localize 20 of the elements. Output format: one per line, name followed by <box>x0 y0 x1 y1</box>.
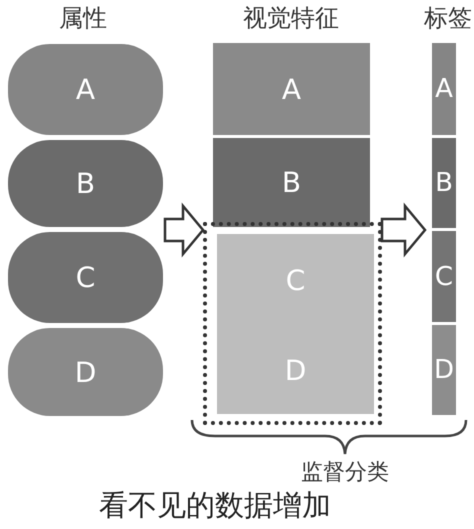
label-segment: A <box>432 43 456 135</box>
feature-block: A <box>213 43 370 135</box>
hollow-arrow <box>380 202 427 258</box>
column-heading: 属性 <box>59 3 107 34</box>
label-segment: C <box>432 231 456 322</box>
caption: 看不见的数据增加 <box>99 487 331 524</box>
attribute-pill: A <box>8 44 163 135</box>
column-heading: 视觉特征 <box>243 3 339 34</box>
hollow-arrow <box>164 202 205 258</box>
dotted-frame <box>203 222 382 425</box>
label-segment: D <box>432 325 456 415</box>
column-heading: 标签 <box>424 3 472 34</box>
feature-block: B <box>213 138 370 227</box>
attribute-pill: D <box>8 328 163 416</box>
attribute-pill: C <box>8 232 163 323</box>
label-segment: B <box>432 138 456 228</box>
feature-block: C <box>217 234 374 326</box>
feature-block: D <box>217 326 374 414</box>
brace-label: 监督分类 <box>301 459 389 487</box>
attribute-pill: B <box>8 140 163 227</box>
